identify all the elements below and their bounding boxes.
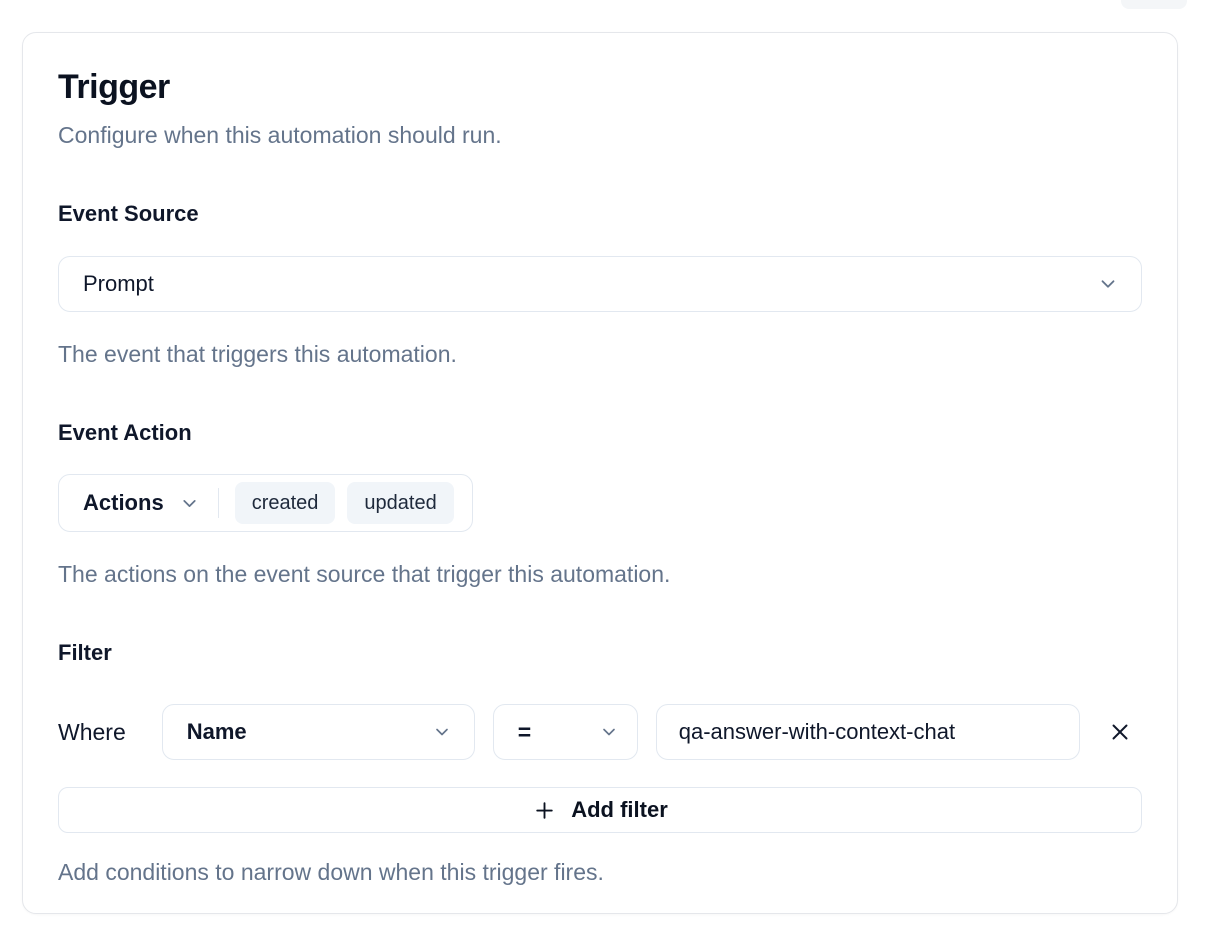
- event-action-help: The actions on the event source that tri…: [58, 561, 671, 588]
- action-badge-created: created: [234, 482, 336, 525]
- trigger-card: Trigger Configure when this automation s…: [22, 32, 1178, 914]
- event-source-help: The event that triggers this automation.: [58, 340, 457, 367]
- remove-filter-button[interactable]: [1098, 710, 1142, 754]
- event-source-section: Event Source Prompt The event that trigg…: [58, 199, 1142, 370]
- close-icon: [1107, 719, 1133, 745]
- filter-operator-selected-value: =: [517, 718, 532, 745]
- chevron-down-icon: [599, 722, 619, 742]
- chevron-down-icon: [179, 493, 200, 514]
- vertical-divider: [217, 488, 219, 519]
- event-action-dropdown[interactable]: Actions: [83, 490, 200, 516]
- filter-help: Add conditions to narrow down when this …: [58, 859, 604, 885]
- add-filter-button[interactable]: Add filter: [58, 787, 1142, 833]
- partial-cutoff-element: [1121, 0, 1187, 9]
- chevron-down-icon: [432, 722, 452, 742]
- where-label: Where: [58, 718, 126, 745]
- filter-operator-select[interactable]: =: [492, 704, 638, 760]
- chevron-down-icon: [1097, 273, 1119, 295]
- event-source-selected-value: Prompt: [83, 270, 154, 296]
- filter-value-input[interactable]: [655, 704, 1080, 760]
- plus-icon: [532, 798, 557, 823]
- filter-label: Filter: [58, 640, 112, 666]
- filter-field-select[interactable]: Name: [161, 704, 475, 760]
- event-action-section: Event Action Actions created updated The…: [58, 418, 1142, 591]
- event-action-dropdown-label: Actions: [83, 490, 164, 516]
- add-filter-button-label: Add filter: [571, 797, 668, 822]
- event-source-select[interactable]: Prompt: [58, 255, 1142, 312]
- filter-section: Filter Where Name =: [58, 638, 1142, 888]
- filter-field-selected-value: Name: [186, 719, 247, 744]
- page-subtitle: Configure when this automation should ru…: [58, 121, 502, 148]
- event-source-label: Event Source: [58, 200, 199, 226]
- event-action-label: Event Action: [58, 419, 192, 445]
- filter-row: Where Name =: [58, 704, 1142, 760]
- action-badge-updated: updated: [347, 482, 454, 525]
- page-title: Trigger: [58, 68, 170, 106]
- event-action-control: Actions created updated: [58, 474, 473, 533]
